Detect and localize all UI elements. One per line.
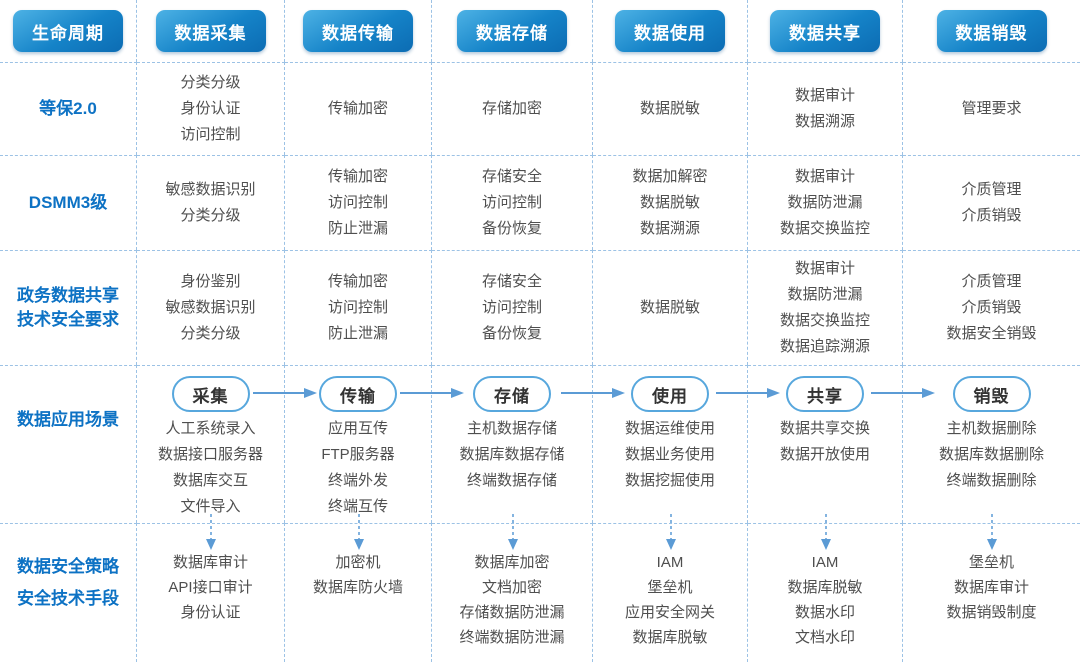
table-cell: 数据审计 数据防泄漏 数据交换监控 [748,155,903,250]
header-cell: 数据共享 [748,0,903,62]
row-label-app-scenario: 数据应用场景 [0,365,137,523]
header-cell: 数据传输 [285,0,432,62]
header-badge-storage: 数据存储 [457,10,567,52]
header-badge-sharing: 数据共享 [770,10,880,52]
stage-items: 主机数据存储 数据库数据存储 终端数据存储 [459,420,565,489]
table-cell: 介质管理 介质销毁 数据安全销毁 [903,250,1080,365]
flow-arrow-icon [871,388,935,398]
flow-arrow-icon [253,388,317,398]
table-cell: 数据审计 数据溯源 [748,62,903,155]
stage-cell: 使用 数据运维使用 数据业务使用 数据挖掘使用 [593,365,748,523]
stage-badge-share: 共享 [786,376,864,412]
stage-items: 数据共享交换 数据开放使用 [779,420,870,463]
table-cell: 加密机 数据库防火墙 [285,523,432,662]
header-cell: 数据使用 [593,0,748,62]
table-cell: IAM 数据库脱敏 数据水印 文档水印 [748,523,903,662]
row-label-dengbao2: 等保2.0 [0,62,137,155]
flow-arrow-icon [561,388,625,398]
header-badge-destruction: 数据销毁 [936,10,1047,52]
stage-cell: 共享 数据共享交换 数据开放使用 [748,365,903,523]
stage-cell: 销毁 主机数据删除 数据库数据删除 终端数据删除 [903,365,1080,523]
flow-arrow-icon [716,388,780,398]
table-cell: 管理要求 [903,62,1080,155]
table-cell: IAM 堡垒机 应用安全网关 数据库脱敏 [593,523,748,662]
table-cell: 分类分级 身份认证 访问控制 [137,62,285,155]
table-cell: 数据库审计 API接口审计 身份认证 [137,523,285,662]
table-cell: 敏感数据识别 分类分级 [137,155,285,250]
table-cell: 数据库加密 文档加密 存储数据防泄漏 终端数据防泄漏 [432,523,593,662]
stage-items: 应用互传 FTP服务器 终端外发 终端互传 [321,420,395,515]
table-cell: 传输加密 访问控制 防止泄漏 [285,250,432,365]
table-cell: 堡垒机 数据库审计 数据销毁制度 [903,523,1080,662]
stage-badge-destroy: 销毁 [952,376,1031,412]
row-label-text: 数据安全策略 安全技术手段 [17,557,119,608]
table-cell: 存储安全 访问控制 备份恢复 [432,250,593,365]
table-cell: 传输加密 访问控制 防止泄漏 [285,155,432,250]
header-cell: 数据存储 [432,0,593,62]
down-arrow-icon [821,514,831,550]
stage-badge-collect: 采集 [171,376,250,412]
stage-badge-store: 存储 [473,376,551,412]
header-badge-transmission: 数据传输 [303,10,413,52]
down-arrow-icon [666,514,676,550]
stage-cell: 传输 应用互传 FTP服务器 终端外发 终端互传 [285,365,432,523]
table-cell: 数据脱敏 [593,250,748,365]
header-badge-usage: 数据使用 [615,10,725,52]
header-badge-collection: 数据采集 [155,10,266,52]
stage-items: 数据运维使用 数据业务使用 数据挖掘使用 [624,420,715,489]
header-badge-lifecycle: 生命周期 [13,10,123,52]
stage-items: 主机数据删除 数据库数据删除 终端数据删除 [938,420,1044,489]
down-arrow-icon [508,514,518,550]
row-label-security-measures: 数据安全策略 安全技术手段 [0,523,137,662]
row-label-gov-share: 政务数据共享 技术安全要求 [0,250,137,365]
down-arrow-icon [206,514,216,550]
header-cell: 数据销毁 [903,0,1080,62]
table-cell: 数据审计 数据防泄漏 数据交换监控 数据追踪溯源 [748,250,903,365]
row-label-dsmm3: DSMM3级 [0,155,137,250]
down-arrow-icon [354,514,364,550]
stage-badge-transmit: 传输 [319,376,397,412]
table-cell: 数据脱敏 [593,62,748,155]
table-cell: 数据加解密 数据脱敏 数据溯源 [593,155,748,250]
header-cell: 生命周期 [0,0,137,62]
table-cell: 存储安全 访问控制 备份恢复 [432,155,593,250]
table-cell: 介质管理 介质销毁 [903,155,1080,250]
table-cell: 存储加密 [432,62,593,155]
stage-badge-use: 使用 [631,376,709,412]
stage-items: 人工系统录入 数据接口服务器 数据库交互 文件导入 [157,420,263,515]
table-cell: 身份鉴别 敏感数据识别 分类分级 [137,250,285,365]
flow-arrow-icon [400,388,464,398]
stage-cell: 采集 人工系统录入 数据接口服务器 数据库交互 文件导入 [137,365,285,523]
down-arrow-icon [987,514,997,550]
stage-cell: 存储 主机数据存储 数据库数据存储 终端数据存储 [432,365,593,523]
table-cell: 传输加密 [285,62,432,155]
header-cell: 数据采集 [137,0,285,62]
